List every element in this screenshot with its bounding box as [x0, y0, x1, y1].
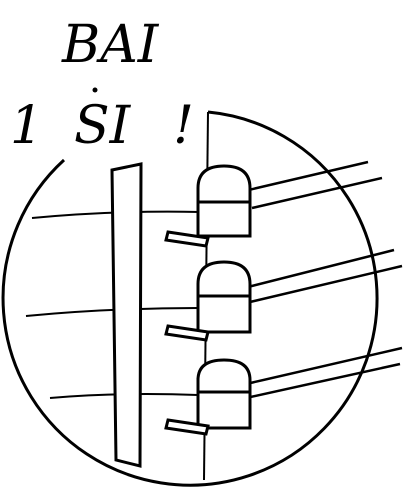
cross-arm-3b	[246, 364, 400, 398]
dot-mark	[92, 87, 98, 93]
post-outline	[112, 164, 141, 466]
insulator-3	[166, 360, 250, 434]
insulator-3-cap	[198, 360, 250, 428]
caption-line2-number: 1	[10, 96, 43, 156]
caption-line2-word: SI	[74, 96, 132, 156]
wire-middle	[26, 308, 198, 316]
cross-arm-2b	[250, 266, 402, 302]
vertical-post	[112, 164, 141, 466]
insulator-2	[166, 262, 250, 340]
cross-arm-1b	[252, 178, 382, 208]
insulator-3-pin	[166, 420, 208, 434]
cross-arm-wires	[240, 162, 402, 398]
cross-arm-3a	[246, 348, 402, 384]
caption: BAI 1 SI !	[10, 15, 194, 156]
insulator-2-pin	[166, 326, 208, 340]
insulator-1-pin	[166, 232, 208, 246]
cross-arm-1a	[240, 162, 368, 192]
caption-line2-exclaim: !	[173, 96, 194, 156]
cross-arm-2a	[244, 250, 394, 288]
caption-line1: BAI	[61, 15, 160, 75]
detail-circle	[3, 112, 377, 485]
insulator-1	[166, 166, 250, 246]
